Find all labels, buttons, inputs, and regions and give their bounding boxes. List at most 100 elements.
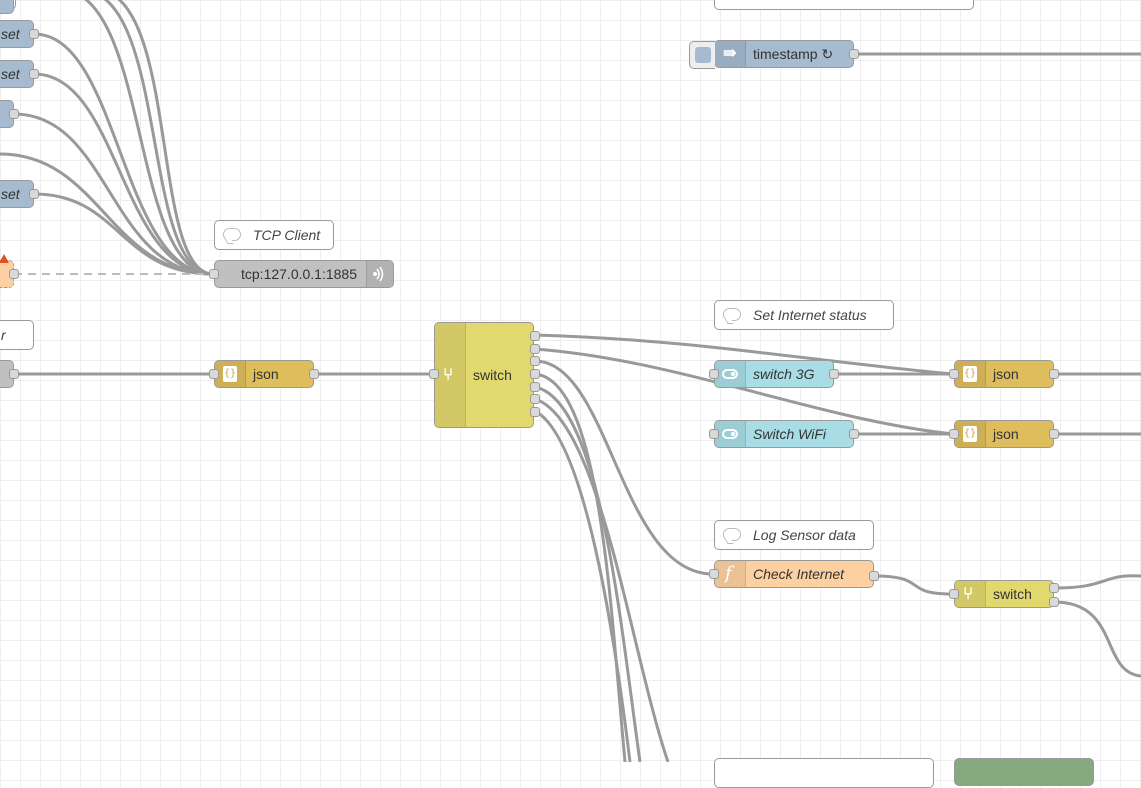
output-port[interactable] bbox=[29, 189, 39, 199]
node-label: Switch WiFi bbox=[753, 426, 826, 442]
wire[interactable] bbox=[60, 0, 214, 276]
output-port[interactable] bbox=[869, 571, 879, 581]
output-port-1[interactable] bbox=[1049, 583, 1059, 593]
wire[interactable] bbox=[33, 32, 214, 276]
output-port-6[interactable] bbox=[530, 394, 540, 404]
json-node-2[interactable]: {} json bbox=[954, 360, 1054, 388]
wire[interactable] bbox=[873, 574, 954, 596]
node-label: json bbox=[253, 366, 279, 382]
node-label: timestamp ↻ bbox=[753, 46, 834, 62]
wires-layer bbox=[0, 0, 1141, 762]
output-port[interactable] bbox=[849, 429, 859, 439]
switch-node-main[interactable]: ⑂ switch bbox=[434, 322, 534, 428]
input-port[interactable] bbox=[949, 589, 959, 599]
json-node-3[interactable]: {} json bbox=[954, 420, 1054, 448]
dashboard-switch-3g[interactable]: switch 3G bbox=[714, 360, 834, 388]
output-port[interactable] bbox=[829, 369, 839, 379]
input-port[interactable] bbox=[949, 429, 959, 439]
output-port-2[interactable] bbox=[530, 344, 540, 354]
output-port-4[interactable] bbox=[530, 369, 540, 379]
input-port[interactable] bbox=[949, 369, 959, 379]
wire[interactable] bbox=[33, 72, 214, 276]
node-label: switch bbox=[473, 367, 512, 383]
wire[interactable] bbox=[33, 192, 214, 276]
wire[interactable] bbox=[534, 397, 670, 762]
comment-set-internet-status[interactable]: Set Internet status bbox=[714, 300, 894, 330]
speech-bubble-icon bbox=[223, 228, 241, 241]
output-port[interactable] bbox=[1049, 429, 1059, 439]
arrow-right-icon: ⇛ bbox=[715, 41, 746, 67]
inject-button[interactable] bbox=[689, 41, 715, 69]
wire[interactable] bbox=[534, 359, 714, 576]
dashboard-switch-wifi[interactable]: Switch WiFi bbox=[714, 420, 854, 448]
switch-branch-icon: ⑂ bbox=[435, 323, 466, 427]
speech-bubble-icon bbox=[723, 528, 741, 541]
signal-waves-icon bbox=[366, 261, 393, 287]
output-port[interactable] bbox=[29, 69, 39, 79]
input-port[interactable] bbox=[429, 369, 439, 379]
change-node-partial[interactable] bbox=[0, 0, 14, 14]
warning-icon bbox=[0, 254, 9, 263]
wire[interactable] bbox=[534, 372, 627, 762]
toggle-icon bbox=[715, 421, 746, 447]
change-node-set-3[interactable]: set bbox=[0, 180, 34, 208]
wire[interactable] bbox=[1053, 574, 1141, 590]
output-port-3[interactable] bbox=[530, 356, 540, 366]
tcp-out-node[interactable]: tcp:127.0.0.1:1885 bbox=[214, 260, 394, 288]
output-port[interactable] bbox=[1049, 369, 1059, 379]
inject-node-timestamp[interactable]: ⇛ timestamp ↻ bbox=[689, 40, 854, 69]
wire[interactable] bbox=[534, 347, 954, 436]
input-port[interactable] bbox=[209, 269, 219, 279]
node-label: set bbox=[1, 26, 20, 42]
node-label: set bbox=[1, 66, 20, 82]
comment-left-partial[interactable]: r bbox=[0, 320, 34, 350]
node-label: json bbox=[993, 426, 1019, 442]
output-port[interactable] bbox=[29, 29, 39, 39]
output-port-5[interactable] bbox=[530, 382, 540, 392]
comment-label: Log Sensor data bbox=[753, 527, 856, 543]
wire[interactable] bbox=[13, 112, 214, 276]
output-port[interactable] bbox=[9, 269, 19, 279]
comment-top-partial[interactable] bbox=[714, 0, 974, 10]
input-port[interactable] bbox=[709, 369, 719, 379]
node-label: switch bbox=[993, 586, 1032, 602]
node-bottom-partial[interactable] bbox=[954, 758, 1094, 786]
comment-label: Set Internet status bbox=[753, 307, 867, 323]
output-port[interactable] bbox=[9, 109, 19, 119]
input-port[interactable] bbox=[709, 429, 719, 439]
output-port[interactable] bbox=[9, 369, 19, 379]
node-label: tcp:127.0.0.1:1885 bbox=[241, 266, 357, 282]
json-braces-icon: {} bbox=[955, 421, 986, 447]
output-port-7[interactable] bbox=[530, 407, 540, 417]
comment-label: r bbox=[1, 327, 6, 343]
json-braces-icon: {} bbox=[955, 361, 986, 387]
switch-branch-icon: ⑂ bbox=[955, 581, 986, 607]
comment-label: TCP Client bbox=[253, 227, 321, 243]
node-label: set bbox=[1, 186, 20, 202]
node-label: switch 3G bbox=[753, 366, 815, 382]
comment-log-sensor-data[interactable]: Log Sensor data bbox=[714, 520, 874, 550]
output-port[interactable] bbox=[849, 49, 859, 59]
input-port[interactable] bbox=[709, 569, 719, 579]
output-port[interactable] bbox=[309, 369, 319, 379]
output-port-2[interactable] bbox=[1049, 597, 1059, 607]
json-braces-icon: {} bbox=[215, 361, 246, 387]
wire[interactable] bbox=[80, 0, 214, 276]
change-node-set-2[interactable]: set bbox=[0, 60, 34, 88]
comment-tcp-client[interactable]: TCP Client bbox=[214, 220, 334, 250]
output-port-1[interactable] bbox=[530, 331, 540, 341]
node-label: Check Internet bbox=[753, 566, 845, 582]
switch-node-2[interactable]: ⑂ switch bbox=[954, 580, 1054, 608]
wire[interactable] bbox=[95, 0, 214, 276]
wire[interactable] bbox=[534, 385, 642, 762]
wire[interactable] bbox=[534, 333, 954, 376]
wire[interactable] bbox=[534, 409, 632, 762]
node-label: json bbox=[993, 366, 1019, 382]
input-port[interactable] bbox=[209, 369, 219, 379]
wire[interactable] bbox=[1053, 600, 1141, 678]
speech-bubble-icon bbox=[723, 308, 741, 321]
comment-bottom-partial[interactable] bbox=[714, 758, 934, 788]
function-f-icon: f bbox=[715, 561, 746, 587]
json-node-1[interactable]: {} json bbox=[214, 360, 314, 388]
function-node-check-internet[interactable]: f Check Internet bbox=[714, 560, 874, 588]
